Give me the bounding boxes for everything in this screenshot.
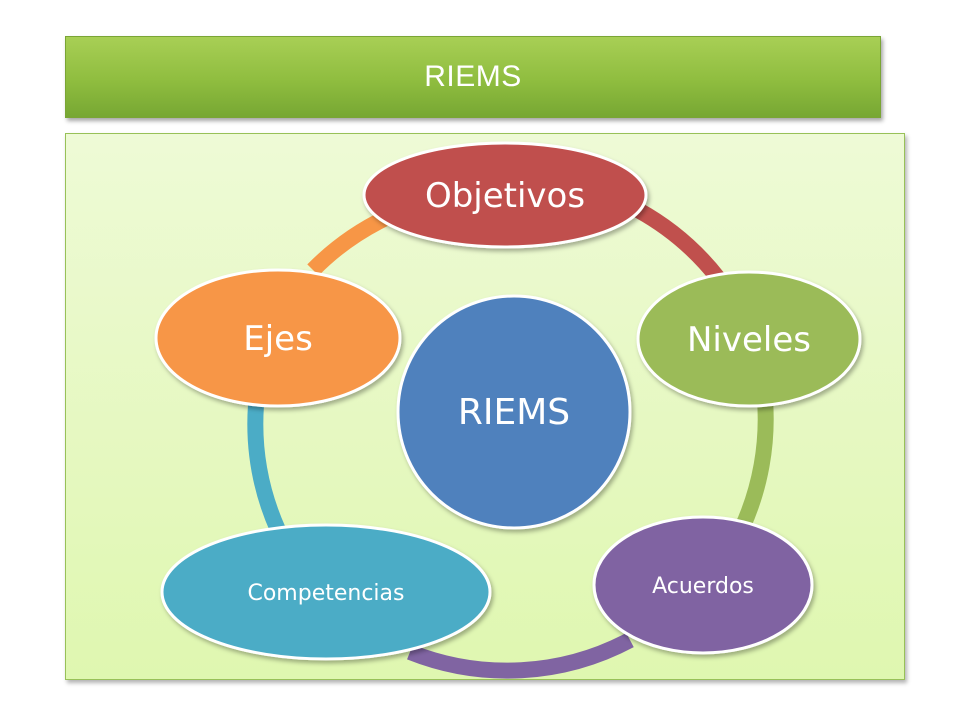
node-objetivos-label: Objetivos <box>425 176 585 216</box>
node-acuerdos: Acuerdos <box>592 515 814 655</box>
node-competencias: Competencias <box>160 523 492 661</box>
node-competencias-label: Competencias <box>247 581 404 606</box>
ring-segment-objetivos-niveles <box>634 202 725 284</box>
node-objetivos: Objetivos <box>362 141 648 249</box>
node-ejes-label: Ejes <box>243 319 313 359</box>
ring-segment-ejes-objetivos <box>307 208 394 276</box>
ring-segment-competencias-ejes <box>247 404 286 534</box>
node-niveles: Niveles <box>636 270 862 408</box>
ring-segment-acuerdos-competencias <box>407 632 634 679</box>
center-node: RIEMS <box>396 294 632 530</box>
slide-title: RIEMS <box>424 60 522 93</box>
center-node-label: RIEMS <box>458 392 570 433</box>
node-acuerdos-label: Acuerdos <box>652 574 754 599</box>
node-niveles-label: Niveles <box>687 320 811 360</box>
ring-segment-niveles-acuerdos <box>734 399 774 532</box>
title-banner: RIEMS <box>65 36 881 118</box>
node-ejes: Ejes <box>154 268 402 408</box>
